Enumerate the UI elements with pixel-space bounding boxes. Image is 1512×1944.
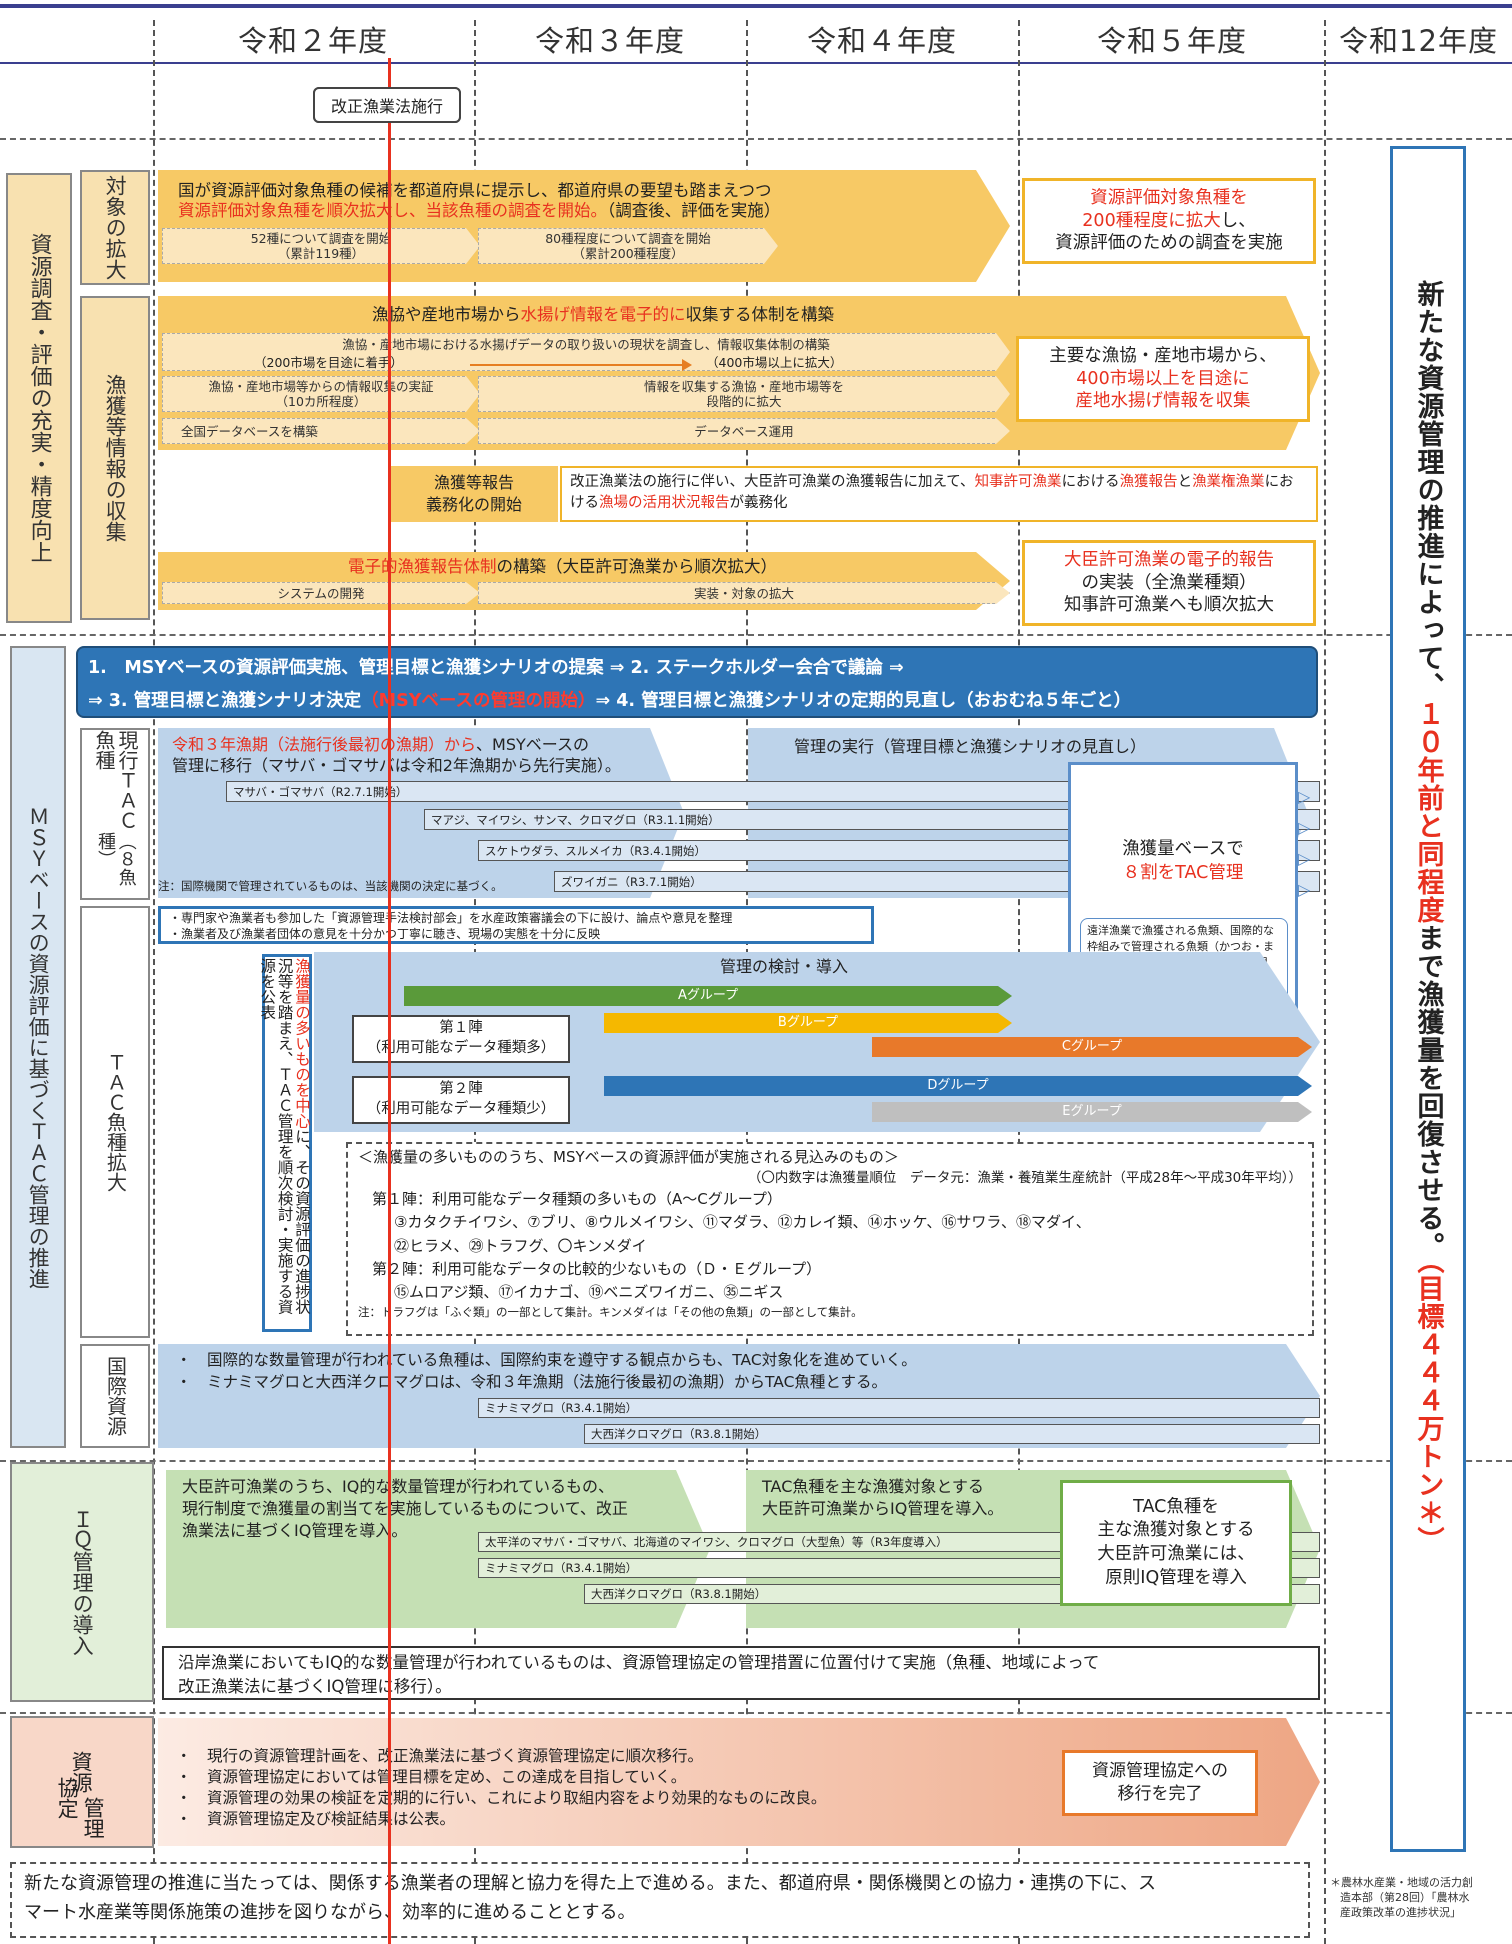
sub-international: 国際資源 [80,1344,150,1448]
r1-text-line2: 資源評価対象魚種を順次拡大し、当該魚種の調査を開始。（調査後、評価を実施） [178,201,781,220]
r2-pill-1-right: （400市場以上に拡大） [706,355,843,370]
kentou-label: 管理の検討・導入 [720,957,849,976]
r2-pill-1: 漁協・産地市場における水揚げデータの取り扱いの現状を調査し、情報収集体制の構築 [162,333,1010,371]
kyotei-goal: 資源管理協定への移行を完了 [1062,1750,1258,1816]
group-c: Cグループ [872,1037,1312,1057]
milestone-box-front: 改正漁業法施行 [313,87,461,123]
intl-pill-1: ミナミマグロ（R3.4.1開始） [478,1398,1320,1418]
separator-1 [0,138,1512,140]
iq-text-5: 大臣許可漁業からIQ管理を導入。 [762,1499,1004,1518]
year-r4: 令和４年度 [806,24,957,58]
expansion-notes: ・専門家や漁業者も参加した「資源管理手法検討部会」を水産政策審議会の下に設け、論… [158,906,874,944]
r4-pill-1: システムの開発 [162,582,480,604]
separator-4 [0,1712,1512,1714]
r2-pill-1-arrow [470,364,686,366]
species-list: ＜漁獲量の多いもののうち、MSYベースの資源評価が実施される見込みのもの＞ （〇… [346,1142,1314,1336]
r1-pill-1: 52種について調査を開始（累計119種） [162,228,480,264]
divider-1 [153,20,155,1944]
r4-pill-2: 実装・対象の拡大 [478,582,1010,604]
section-msy-tac: ＭＳＹベースの資源評価に基づくＴＡＣ管理の推進 [10,646,66,1448]
divider-5 [1324,20,1326,1944]
sub-target-expansion: 対象の拡大 [80,170,150,285]
kyotei-bullet-2: ・ 資源管理協定においては管理目標を定め、この達成を目指していく。 [176,1768,687,1786]
kyotei-bullet-3: ・ 資源管理の効果の検証を定期的に行い、これにより取組内容をより効果的なものに改… [176,1789,827,1807]
right-goal-box [1390,146,1466,1852]
tac-goal-2: ８割をTAC管理 [1122,863,1244,883]
r2-pill-2: 漁協・産地市場等からの情報収集の実証（10カ所程度） [162,376,480,412]
group-c-chevrons: » [1300,1035,1310,1054]
section-agreement-a: 資源 [69,1751,94,1793]
r2-pill-1-arrowhead [682,359,692,371]
header-underline [0,62,1512,64]
year-r5: 令和５年度 [1096,24,1247,58]
tac-text-1: 令和３年漁期（法施行後最初の漁期）から、MSYベースの [172,735,589,754]
iq-coastal-box: 沿岸漁業においてもIQ的な数量管理が行われているものは、資源管理協定の管理措置に… [162,1646,1320,1700]
intl-pill-2: 大西洋クロマグロ（R3.8.1開始） [584,1424,1320,1444]
r2-pill-3: 情報を収集する漁協・産地市場等を段階的に拡大 [478,376,1010,412]
r1-pill-2: 80種程度について調査を開始（累計200種程度） [478,228,778,264]
iq-goal: TAC魚種を主な漁獲対象とする大臣許可漁業には、原則IQ管理を導入 [1060,1480,1292,1606]
kyotei-bullet-4: ・ 資源管理協定及び検証結果は公表。 [176,1810,456,1828]
r2-pill-5: データベース運用 [478,418,1010,444]
r1-text-line1: 国が資源評価対象魚種の候補を都道府県に提示し、都道府県の要望も踏まえつつ [178,181,772,200]
section-iq: ＩＱ管理の導入 [10,1462,154,1702]
r3-body: 改正漁業法の施行に伴い、大臣許可漁業の漁獲報告に加えて、知事許可漁業における漁獲… [560,466,1318,522]
separator-2 [0,634,1512,636]
expansion-vertical-text: 漁獲量の多いものを中心に、その資源評価の進捗状況等を踏まえ、ＴＡＣ管理を順次検討… [258,958,311,1315]
kyotei-bullet-1: ・ 現行の資源管理計画を、改正漁業法に基づく資源管理協定に順次移行。 [176,1747,704,1765]
section-agreement [10,1716,154,1848]
sub-tac-expansion: ＴＡＣ魚種拡大 [80,906,150,1338]
iq-text-4: TAC魚種を主な漁獲対象とする [762,1477,984,1496]
expansion-vertical-box [262,954,312,1332]
tac-fish-1: マサバ・ゴマサバ（R2.7.1開始） [226,781,1320,802]
law-enforcement-line [388,58,391,1944]
tac-arrowheads: ▷▷▷▷ [1298,787,1311,899]
bottom-note: 新たな資源管理の推進に当たっては、関係する漁業者の理解と協力を得た上で進める。ま… [10,1862,1310,1938]
iq-text-1: 大臣許可漁業のうち、IQ的な数量管理が行われているもの、 [182,1477,615,1496]
group-a: Aグループ [404,986,1012,1006]
intl-bullet-2: ・ ミナミマグロと大西洋クロマグロは、令和３年漁期（法施行後最初の漁期）からTA… [176,1373,887,1391]
r4-title: 電子的漁獲報告体制の構築（大臣許可漁業から順次拡大） [348,557,777,576]
tac-text-2: 管理に移行（マサバ・ゴマサバは令和2年漁期から先行実施）。 [172,756,621,775]
sub-current-tac: 現行ＴＡＣ魚種（８魚種） [80,728,150,900]
year-r2: 令和２年度 [237,24,388,58]
tac-execution: 管理の実行（管理目標と漁獲シナリオの見直し） [794,737,1147,756]
tac-goal-1: 漁獲量ベースで [1122,839,1244,859]
r2-pill-1-left: （200市場を目途に着手） [254,355,403,370]
tac-note: 注：国際機関で管理されているものは、当該機関の決定に基づく。 [158,879,503,893]
msy-banner: 1. MSYベースの資源評価実施、管理目標と漁獲シナリオの提案 ⇒ 2. ステー… [76,646,1318,718]
r2-pill-4: 全国データベースを構築 [162,418,480,444]
footnote: ＊農林水産業・地域の活力創 造本部（第28回）「農林水 産政策改革の進捗状況」 [1330,1876,1473,1919]
section-agreement-c: 協定 [55,1777,80,1819]
batch-1-box: 第１陣（利用可能なデータ種類多） [352,1015,570,1063]
batch-2-box: 第２陣（利用可能なデータ種類少） [352,1076,570,1124]
top-border [0,4,1512,8]
intl-bullet-1: ・ 国際的な数量管理が行われている魚種は、国際約束を遵守する観点からも、TAC対… [176,1351,917,1369]
r3-header: 漁獲等報告義務化の開始 [390,466,558,522]
goal-r2: 主要な漁協・産地市場から、400市場以上を目途に産地水揚げ情報を収集 [1016,336,1310,422]
section-agreement-b: 管理 [81,1797,106,1839]
section-resource-survey: 資源調査・評価の充実・精度向上 [6,173,72,623]
year-r12: 令和12年度 [1339,24,1498,58]
sub-catch-info: 漁獲等情報の収集 [80,296,150,620]
iq-text-3: 漁業法に基づくIQ管理を導入。 [182,1521,408,1540]
goal-r4: 大臣許可漁業の電子的報告の実装（全漁業種類）知事許可漁業へも順次拡大 [1022,540,1316,626]
group-e: Eグループ [872,1102,1312,1122]
separator-3 [0,1460,1512,1462]
r2-title: 漁協や産地市場から水揚げ情報を電子的に収集する体制を構築 [372,305,834,324]
group-d: Dグループ [604,1076,1312,1096]
milestone-label-front: 改正漁業法施行 [330,97,443,116]
right-goal-text: 新たな資源管理の推進によって、１０年前と同程度まで漁獲量を回復させる。（目標４４… [1412,280,1444,1555]
year-r3: 令和３年度 [534,24,685,58]
iq-text-2: 現行制度で漁獲量の割当てを実施しているものについて、改正 [182,1499,628,1518]
group-b: Bグループ [604,1013,1012,1033]
